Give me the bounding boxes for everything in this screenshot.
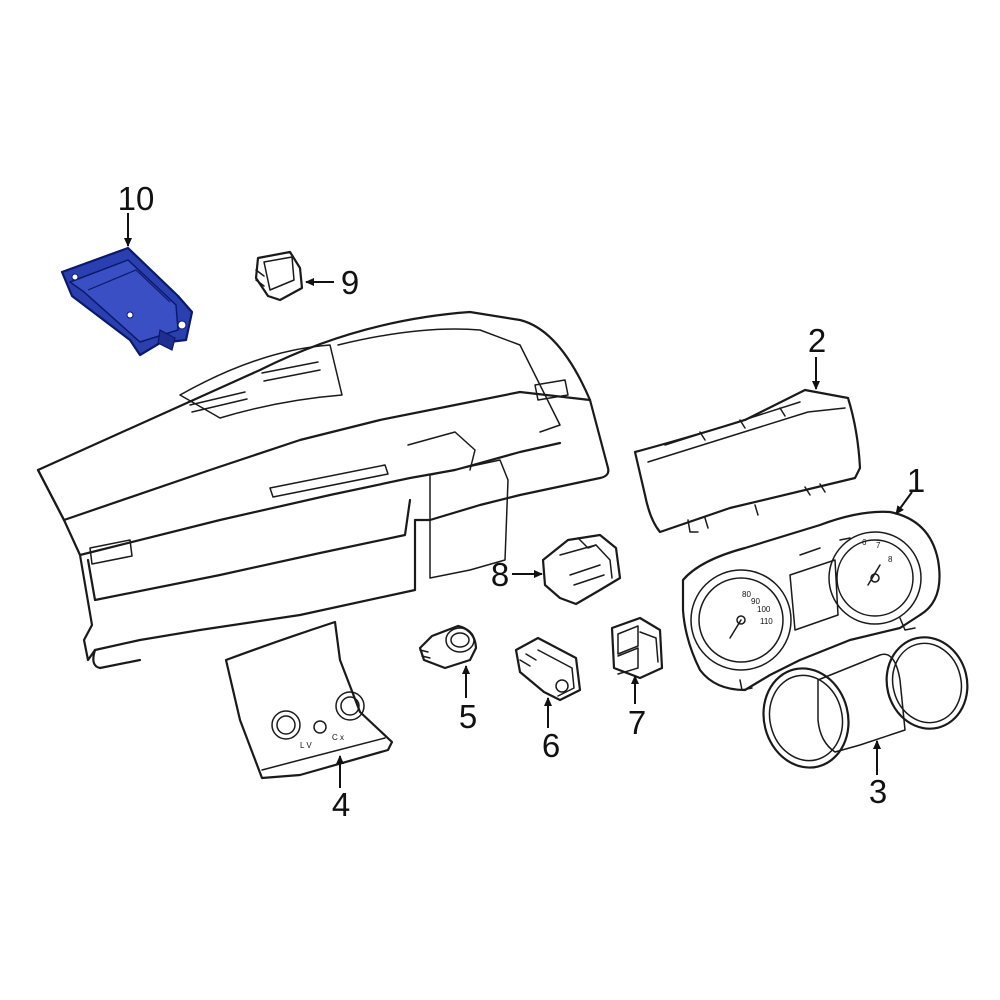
- part-9-bracket[interactable]: [254, 250, 304, 302]
- callout-8: 8: [491, 556, 509, 593]
- part-6-switch-block[interactable]: [514, 636, 582, 702]
- part-2-cluster-housing[interactable]: [633, 388, 862, 534]
- callout-10: 10: [118, 180, 155, 217]
- tach-mark-7: 7: [876, 541, 881, 550]
- callout-6: 6: [542, 727, 560, 764]
- part-10-control-module[interactable]: [60, 246, 194, 357]
- part-4-console-trim[interactable]: [224, 620, 394, 780]
- tach-mark-6: 6: [862, 538, 867, 547]
- speedo-mark-90: 90: [751, 597, 760, 606]
- gauge-markings: 80 90 100 110 7 8 6 L V C x: [300, 538, 893, 750]
- callout-9: 9: [341, 264, 359, 301]
- callout-7: 7: [628, 704, 646, 741]
- callout-2: 2: [808, 322, 826, 359]
- callout-4: 4: [332, 786, 350, 823]
- speedo-mark-80: 80: [742, 590, 751, 599]
- part-5-push-switch[interactable]: [418, 624, 478, 670]
- callout-5: 5: [459, 698, 477, 735]
- instrument-panel: [36, 310, 610, 670]
- part-3-gauge-lens[interactable]: [753, 629, 977, 777]
- speedo-mark-110: 110: [760, 617, 773, 626]
- callout-labels: 10 9 2 1 3 4 5 6 7 8: [118, 180, 926, 823]
- tach-mark-8: 8: [888, 555, 893, 564]
- callout-arrows: [124, 213, 913, 788]
- part-7-switch-pack[interactable]: [610, 616, 664, 680]
- console-mark-left: L V: [300, 741, 312, 750]
- speedo-mark-100: 100: [757, 605, 771, 614]
- callout-3: 3: [869, 773, 887, 810]
- part-1-instrument-cluster[interactable]: [681, 510, 941, 692]
- console-mark-right: C x: [332, 733, 344, 742]
- callout-1: 1: [907, 462, 925, 499]
- part-8-switch-assembly[interactable]: [541, 533, 622, 606]
